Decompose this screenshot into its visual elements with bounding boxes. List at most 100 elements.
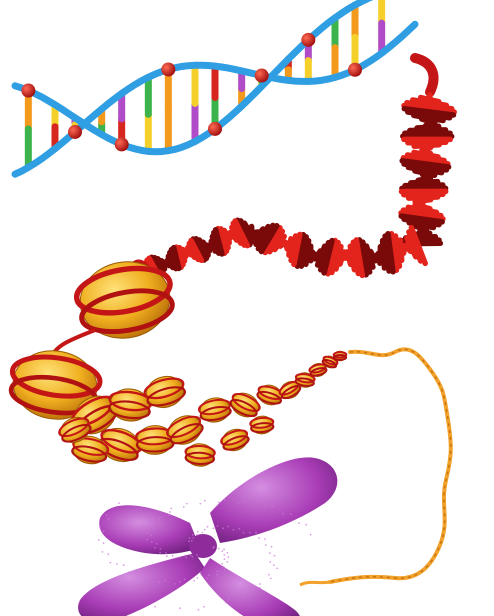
texture-speckle bbox=[123, 564, 125, 566]
texture-speckle bbox=[99, 527, 101, 529]
histone-core bbox=[219, 426, 251, 454]
phosphate-node bbox=[21, 84, 35, 98]
texture-speckle bbox=[264, 506, 266, 508]
texture-speckle bbox=[188, 540, 190, 542]
texture-speckle bbox=[106, 514, 108, 516]
texture-speckle bbox=[184, 578, 186, 580]
texture-speckle bbox=[150, 535, 152, 537]
ribbon-segment bbox=[405, 185, 443, 186]
dna-double-helix bbox=[15, 0, 434, 174]
chromatid-arm bbox=[99, 505, 200, 554]
texture-speckle bbox=[200, 503, 202, 505]
texture-speckle bbox=[265, 544, 267, 546]
texture-speckle bbox=[226, 552, 228, 554]
texture-speckle bbox=[259, 583, 261, 585]
texture-speckle bbox=[102, 551, 104, 553]
texture-speckle bbox=[238, 528, 240, 530]
texture-speckle bbox=[225, 602, 227, 604]
texture-speckle bbox=[98, 539, 100, 541]
texture-speckle bbox=[156, 543, 158, 545]
chromatin-fiber bbox=[7, 254, 347, 467]
phosphate-node bbox=[301, 33, 315, 47]
texture-speckle bbox=[203, 606, 205, 608]
texture-speckle bbox=[151, 524, 153, 526]
twisted-ribbon bbox=[144, 95, 454, 275]
texture-speckle bbox=[197, 577, 199, 579]
texture-speckle bbox=[103, 542, 105, 544]
texture-speckle bbox=[170, 508, 172, 510]
texture-speckle bbox=[186, 557, 188, 559]
nucleosome bbox=[334, 351, 347, 361]
texture-speckle bbox=[142, 577, 144, 579]
texture-speckle bbox=[128, 571, 130, 573]
texture-speckle bbox=[207, 526, 209, 528]
texture-speckle bbox=[221, 563, 223, 565]
texture-speckle bbox=[197, 531, 199, 533]
texture-speckle bbox=[184, 555, 186, 557]
texture-speckle bbox=[149, 577, 151, 579]
texture-speckle bbox=[213, 546, 215, 548]
texture-speckle bbox=[213, 527, 215, 529]
texture-speckle bbox=[107, 553, 109, 555]
texture-speckle bbox=[206, 578, 208, 580]
texture-speckle bbox=[258, 537, 260, 539]
texture-speckle bbox=[218, 501, 220, 503]
texture-speckle bbox=[228, 556, 230, 558]
phosphate-node bbox=[348, 63, 362, 77]
ribbon-segment bbox=[410, 130, 446, 131]
texture-speckle bbox=[244, 501, 246, 503]
texture-speckle bbox=[154, 547, 156, 549]
texture-speckle bbox=[224, 558, 226, 560]
chromosome-body bbox=[78, 457, 337, 616]
texture-speckle bbox=[227, 526, 229, 528]
texture-speckle bbox=[223, 566, 225, 568]
texture-speckle bbox=[116, 563, 118, 565]
texture-speckle bbox=[271, 546, 273, 548]
thread-coil-detail bbox=[330, 349, 451, 582]
orange-thread bbox=[330, 349, 451, 582]
nucleosome bbox=[185, 443, 216, 467]
texture-speckle bbox=[198, 609, 200, 611]
phosphate-node bbox=[208, 122, 222, 136]
phosphate-node bbox=[255, 69, 269, 83]
texture-speckle bbox=[204, 529, 206, 531]
texture-speckle bbox=[159, 521, 161, 523]
texture-speckle bbox=[270, 578, 272, 580]
chromatid-arm bbox=[200, 558, 301, 616]
texture-speckle bbox=[223, 554, 225, 556]
texture-speckle bbox=[259, 587, 261, 589]
texture-speckle bbox=[164, 580, 166, 582]
texture-speckle bbox=[233, 529, 235, 531]
texture-speckle bbox=[183, 506, 185, 508]
texture-speckle bbox=[186, 503, 188, 505]
texture-speckle bbox=[269, 552, 271, 554]
texture-speckle bbox=[273, 564, 275, 566]
phosphate-node bbox=[115, 137, 129, 151]
texture-speckle bbox=[153, 528, 155, 530]
texture-speckle bbox=[169, 511, 171, 513]
texture-speckle bbox=[174, 583, 176, 585]
texture-speckle bbox=[174, 558, 176, 560]
thread-end bbox=[300, 582, 330, 585]
texture-speckle bbox=[228, 598, 230, 600]
nucleosome bbox=[197, 395, 233, 425]
texture-speckle bbox=[192, 534, 194, 536]
helix-to-ribbon-link bbox=[415, 58, 434, 92]
texture-speckle bbox=[168, 515, 170, 517]
texture-speckle bbox=[269, 561, 271, 563]
texture-speckle bbox=[268, 574, 270, 576]
phosphate-node bbox=[68, 125, 82, 139]
texture-speckle bbox=[272, 505, 274, 507]
texture-speckle bbox=[249, 532, 251, 534]
texture-speckle bbox=[165, 552, 167, 554]
texture-speckle bbox=[226, 561, 228, 563]
texture-speckle bbox=[243, 532, 245, 534]
chromosome bbox=[78, 457, 337, 616]
texture-speckle bbox=[237, 503, 239, 505]
texture-speckle bbox=[217, 570, 219, 572]
texture-speckle bbox=[264, 538, 266, 540]
texture-speckle bbox=[298, 522, 300, 524]
nucleosome bbox=[219, 426, 252, 455]
